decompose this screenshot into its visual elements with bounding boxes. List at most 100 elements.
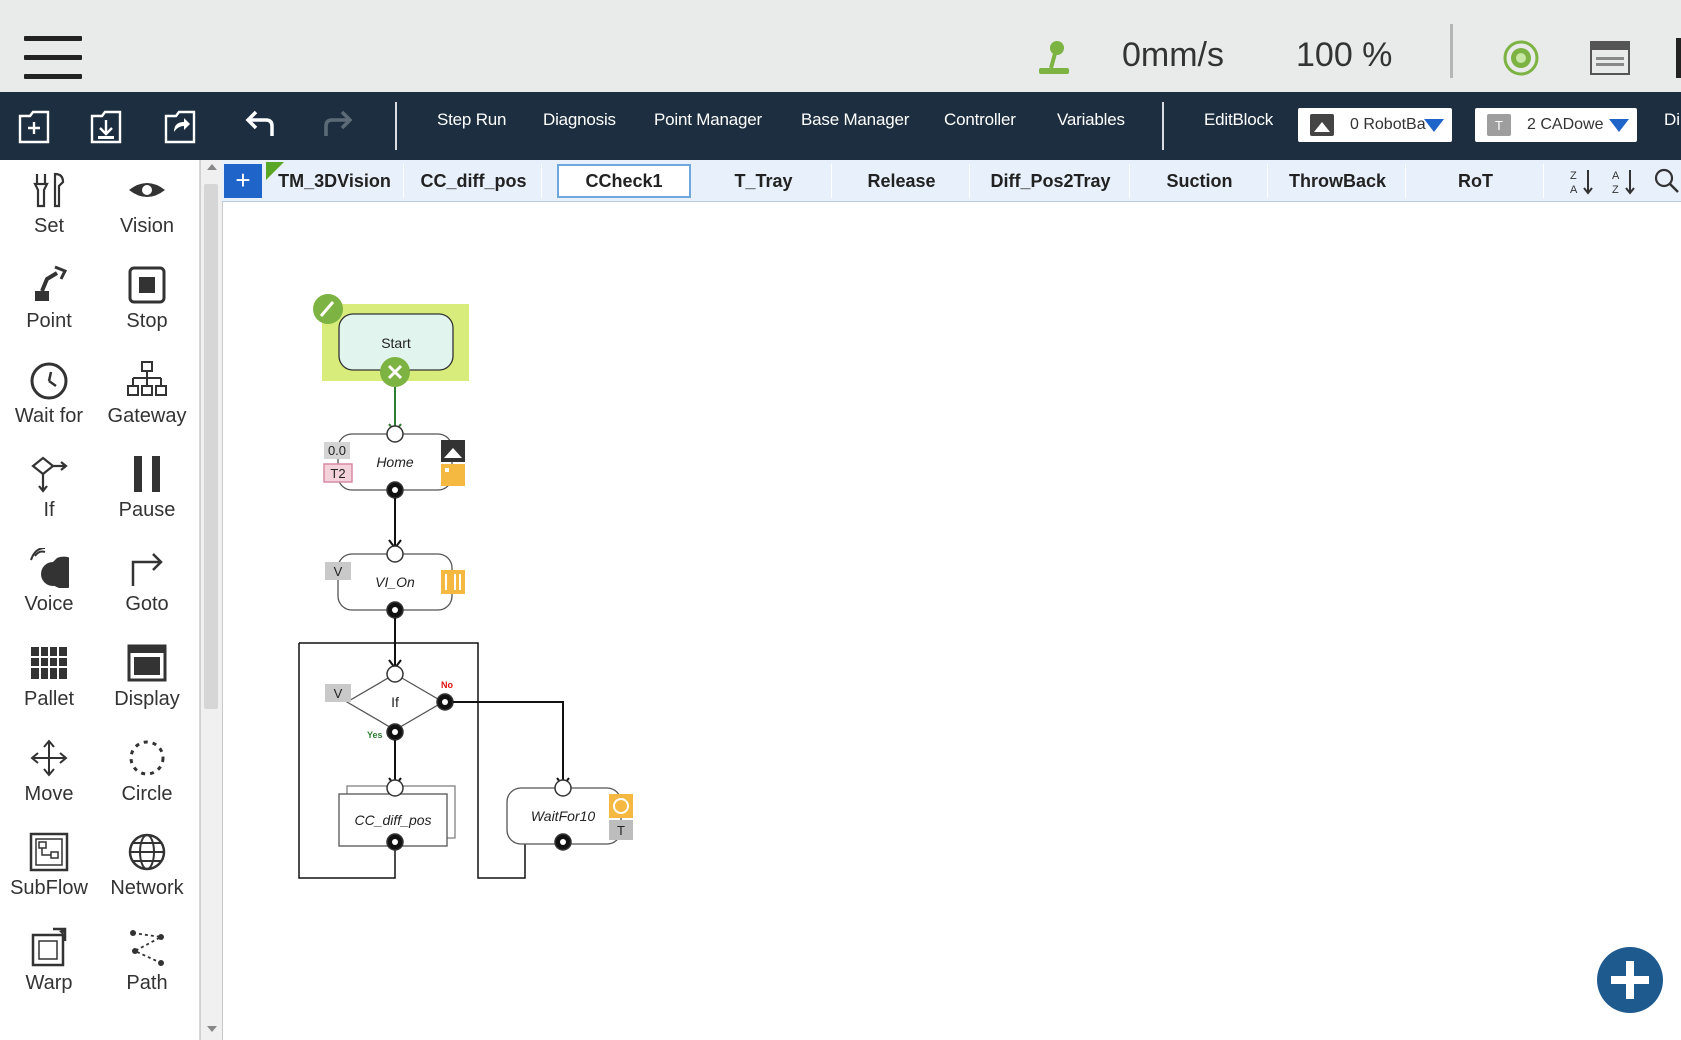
delete-connector-icon[interactable] (380, 357, 410, 387)
joystick-icon[interactable] (1035, 38, 1075, 76)
step-run-button[interactable]: Step Run (437, 110, 507, 129)
open-project-icon[interactable] (160, 106, 200, 146)
palette-scrollbar[interactable] (200, 160, 222, 1040)
scroll-down-arrow-icon[interactable] (207, 1026, 217, 1032)
tab-rot[interactable]: RoT (1408, 164, 1544, 198)
zoom-icon[interactable] (1652, 166, 1681, 196)
display-icon (127, 644, 167, 682)
speed-percent-readout[interactable]: 100 % (1296, 36, 1393, 74)
tab-diff-pos2tray[interactable]: Diff_Pos2Tray (972, 164, 1130, 198)
palette-voice[interactable]: Voice (0, 538, 98, 628)
palette-pause[interactable]: Pause (98, 444, 196, 534)
add-tab-button[interactable]: + (224, 164, 262, 198)
tab-cc-diff-pos[interactable]: CC_diff_pos (406, 164, 542, 198)
keyboard-icon[interactable] (1590, 41, 1630, 75)
palette-point[interactable]: Point (0, 255, 98, 345)
scroll-thumb[interactable] (204, 184, 218, 709)
palette-label: Network (110, 877, 184, 899)
target-icon[interactable] (1503, 40, 1539, 76)
palette-label: Warp (25, 972, 73, 994)
home-tool-value: T2 (330, 466, 345, 481)
if-node[interactable]: If (345, 665, 454, 741)
palette-subflow[interactable]: SubFlow (0, 822, 98, 912)
clipped-toolbar-item[interactable]: Di (1664, 110, 1681, 129)
sort-ascending-icon[interactable]: Z A (1568, 166, 1598, 196)
palette-label: Path (126, 972, 168, 994)
node-palette: Set Vision Point Stop (0, 160, 200, 1040)
palette-label: Display (114, 688, 180, 710)
tab-throwback[interactable]: ThrowBack (1270, 164, 1406, 198)
palette-goto[interactable]: Goto (98, 538, 196, 628)
palette-move[interactable]: Move (0, 728, 98, 818)
flow-canvas[interactable]: Start Home 0.0 T2 (222, 202, 1681, 1040)
voice-icon (30, 548, 69, 588)
edit-pencil-icon[interactable] (313, 294, 343, 324)
palette-circle[interactable]: Circle (98, 728, 196, 818)
palette-set[interactable]: Set (0, 160, 98, 250)
stop-icon (128, 266, 166, 304)
redo-icon[interactable] (316, 106, 356, 146)
base-select-value: 0 RobotBa (1350, 116, 1426, 133)
start-label: Start (381, 335, 411, 351)
palette-label: If (43, 499, 55, 521)
palette-network[interactable]: Network (98, 822, 196, 912)
tab-t-tray[interactable]: T_Tray (696, 164, 832, 198)
add-node-button[interactable] (1597, 947, 1663, 1013)
tab-suction[interactable]: Suction (1132, 164, 1268, 198)
hamburger-menu-icon[interactable] (24, 36, 82, 80)
vi-on-node[interactable]: VI_On (337, 545, 453, 619)
status-divider (1450, 24, 1453, 78)
network-icon (128, 833, 166, 871)
pause-icon (134, 456, 160, 492)
if-yes-label: Yes (367, 730, 383, 740)
cc-diff-pos-node[interactable]: CC_diff_pos (338, 779, 456, 851)
status-bar: 0mm/s 100 % (0, 0, 1681, 92)
tab-ccheck1[interactable]: CCheck1 (557, 164, 691, 198)
palette-warp[interactable]: Warp (0, 917, 98, 1007)
palette-stop[interactable]: Stop (98, 255, 196, 345)
if-label: If (391, 694, 399, 710)
palette-pallet[interactable]: Pallet (0, 633, 98, 723)
variables-button[interactable]: Variables (1057, 110, 1125, 129)
pallet-icon (31, 647, 67, 679)
home-label: Home (376, 454, 414, 470)
loop-frame (299, 642, 526, 879)
new-project-icon[interactable] (14, 106, 54, 146)
sort-descending-icon[interactable]: A Z (1610, 166, 1640, 196)
tab-tm-3dvision[interactable]: TM_3DVision (266, 164, 404, 198)
tab-release[interactable]: Release (834, 164, 970, 198)
palette-if[interactable]: If (0, 444, 98, 534)
svg-text:A: A (1570, 184, 1578, 196)
palette-display[interactable]: Display (98, 633, 196, 723)
base-select[interactable]: 0 RobotBa (1298, 108, 1452, 142)
palette-label: Wait for (14, 405, 84, 427)
palette-path[interactable]: Path (98, 917, 196, 1007)
palette-gateway[interactable]: Gateway (98, 350, 196, 440)
toolbar-divider (395, 102, 397, 150)
waitfor10-node[interactable]: WaitFor10 (506, 779, 622, 851)
move-icon (30, 739, 68, 777)
subflow-icon (29, 832, 69, 872)
main-flow-flag-icon (266, 162, 284, 180)
palette-vision[interactable]: Vision (98, 160, 196, 250)
point-manager-button[interactable]: Point Manager (654, 110, 762, 129)
home-node[interactable]: Home (337, 425, 453, 499)
palette-label: Goto (125, 593, 169, 615)
svg-text:Z: Z (1612, 184, 1619, 196)
chevron-down-icon (1609, 119, 1629, 132)
scroll-up-arrow-icon[interactable] (207, 164, 217, 170)
controller-button[interactable]: Controller (944, 110, 1016, 129)
if-icon (31, 456, 68, 493)
palette-wait-for[interactable]: Wait for (0, 350, 98, 440)
base-icon (1310, 114, 1334, 136)
tool-select[interactable]: T 2 CADowe (1475, 108, 1637, 142)
undo-icon[interactable] (242, 106, 282, 146)
if-badge (325, 684, 351, 702)
save-project-icon[interactable] (86, 106, 126, 146)
base-manager-button[interactable]: Base Manager (801, 110, 910, 129)
editblock-button[interactable]: EditBlock (1204, 110, 1274, 129)
diagnosis-button[interactable]: Diagnosis (543, 110, 616, 129)
palette-label: Set (33, 215, 65, 237)
wait-badge (609, 820, 633, 840)
wait-for-icon (30, 362, 68, 400)
